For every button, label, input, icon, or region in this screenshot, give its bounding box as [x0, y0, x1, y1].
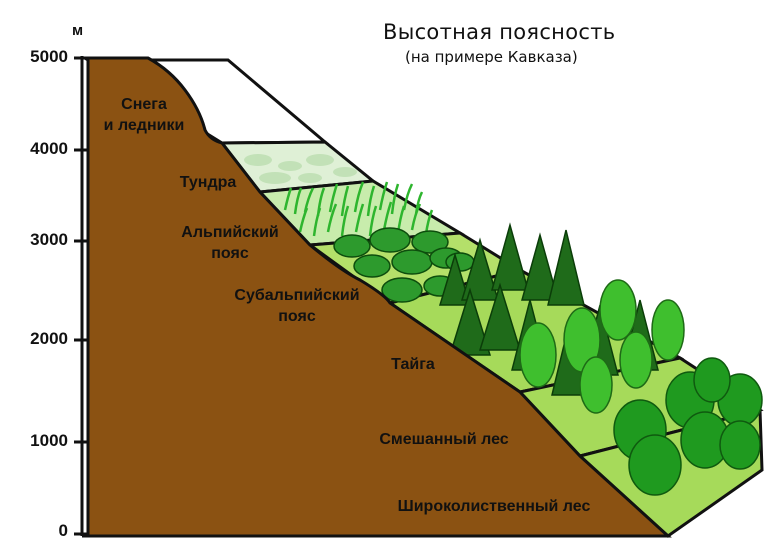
zone-label-snow: Снега и ледники [103, 96, 185, 134]
axis-tick-label: 2000 [30, 329, 68, 348]
axis-unit-label: м [72, 22, 84, 39]
axis-tick-label: 4000 [30, 139, 68, 158]
alpine-grass [283, 181, 434, 237]
axis-tick-label: 3000 [30, 230, 68, 249]
zone-label-mixed-forest: Смешанный лес [379, 431, 509, 448]
zone-label-broadleaf: Широколиственный лес [397, 498, 591, 515]
zone-label-subalpine: Субальпийский пояс [234, 287, 360, 325]
zone-label-alpine: Альпийский пояс [181, 224, 279, 262]
axis-tick-label: 1000 [30, 431, 68, 450]
axis-tick-label: 5000 [30, 47, 68, 66]
axis-tick-label: 0 [58, 521, 68, 540]
zone-label-tundra: Тундра [179, 174, 237, 191]
diagram-title: Высотная поясность [383, 20, 616, 44]
mountain-slope [86, 56, 672, 538]
diagram-subtitle: (на примере Кавказа) [405, 48, 578, 66]
tundra-patches [244, 154, 357, 184]
mixed-deciduous-trees [519, 279, 685, 414]
zone-label-taiga: Тайга [391, 356, 435, 373]
broadleaf-trees [613, 357, 763, 496]
